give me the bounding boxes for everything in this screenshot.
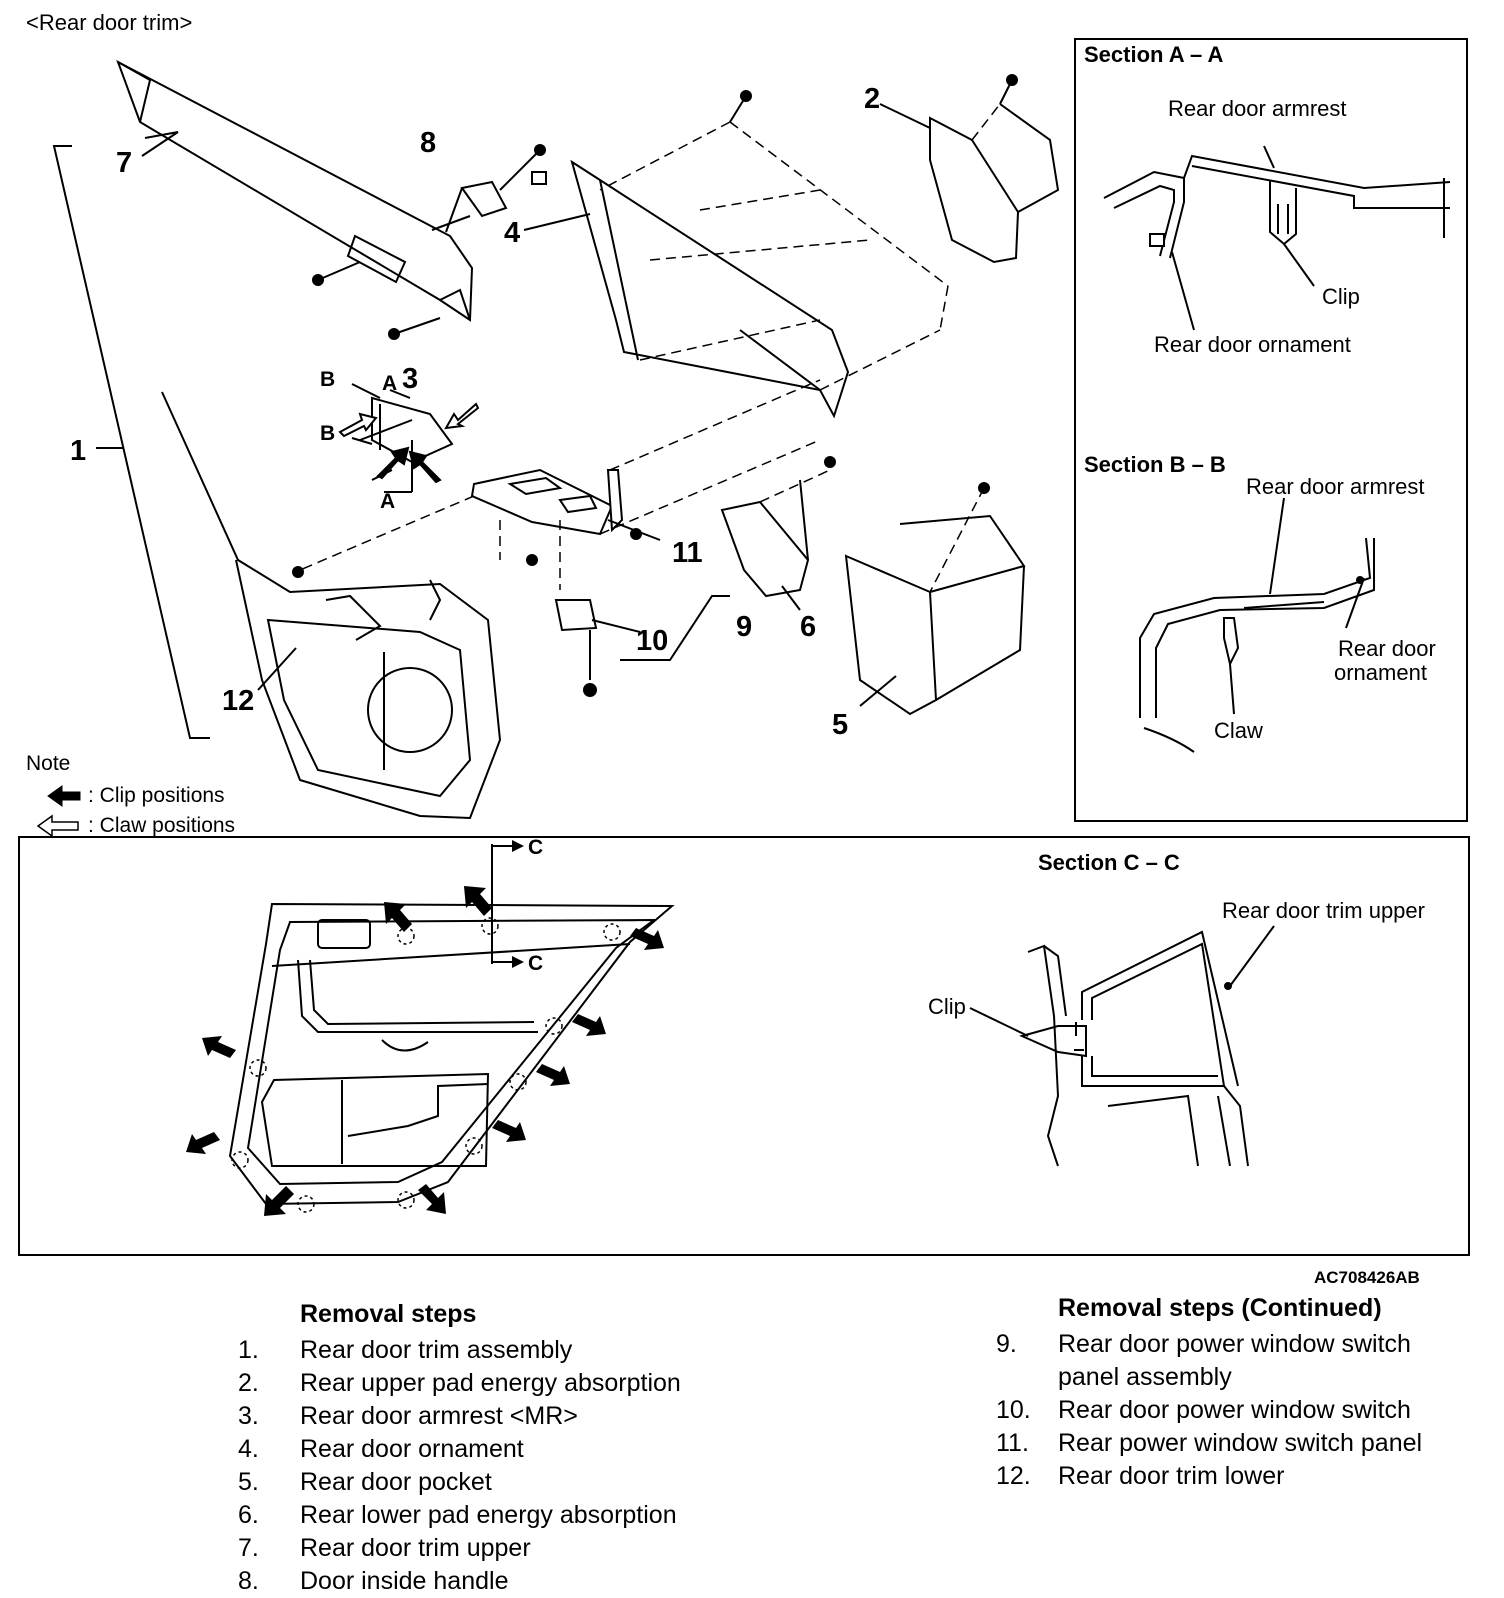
removal-steps-continued-list: 9.Rear door power window switch panel as… <box>996 1330 1423 1490</box>
part-rear-door-pocket <box>844 514 1026 716</box>
clip-position <box>481 917 499 935</box>
clip-arrow-icon <box>408 450 442 484</box>
section-bb-title: Section B – B <box>1084 452 1226 477</box>
clip-position <box>231 1151 249 1169</box>
section-cc-title: Section C – C <box>1038 850 1180 875</box>
clip-arrow-icon <box>492 1120 526 1142</box>
callout-10: 10 <box>636 625 668 657</box>
part-rear-door-trim-upper <box>116 59 474 322</box>
section-aa-armrest-label: Rear door armrest <box>1168 96 1347 121</box>
callout-6: 6 <box>800 611 816 643</box>
clip-arrow-icon <box>572 1014 606 1036</box>
clip-arrow-icon <box>464 886 492 916</box>
section-aa-ornament-label: Rear door ornament <box>1154 332 1351 357</box>
section-bb-ornament-label-1: Rear door <box>1338 636 1436 661</box>
clip-arrow-icon <box>418 1184 446 1214</box>
clip-icon <box>531 171 547 185</box>
section-cc-clip-label: Clip <box>928 994 966 1019</box>
section-marker-c: C <box>528 952 543 975</box>
clip-arrow-icon <box>264 1186 294 1216</box>
clip-arrow-icon <box>630 928 664 950</box>
callout-3: 3 <box>402 363 418 395</box>
section-marker-a: A <box>382 372 397 395</box>
section-cc-trim-label: Rear door trim upper <box>1222 898 1425 923</box>
section-bb-armrest-label: Rear door armrest <box>1246 474 1425 499</box>
part-door-inside-handle <box>431 180 508 233</box>
clip-arrow-icon <box>186 1132 220 1154</box>
callout-12: 12 <box>222 685 254 717</box>
claw-arrow-icon <box>338 412 378 438</box>
clip-arrow-icon <box>202 1036 236 1058</box>
clip-position <box>545 1017 563 1035</box>
assembly-bracket <box>52 145 210 739</box>
removal-steps-list: 1.Rear door trim assembly 2.Rear upper p… <box>238 1336 681 1595</box>
claw-arrow-icon <box>36 814 79 838</box>
section-bb-ornament-label-2: ornament <box>1334 660 1427 685</box>
clip-positions-panel: C C Section C – C Rear door trim upper C… <box>18 836 1470 1256</box>
removal-steps-title: Removal steps <box>300 1300 477 1328</box>
callout-4: 4 <box>504 217 520 249</box>
rear-door-trim-outline <box>228 902 675 1206</box>
part-rear-door-armrest <box>359 396 454 493</box>
clip-position <box>465 1137 483 1155</box>
section-marker-b: B <box>320 368 335 391</box>
part-rear-door-trim-lower <box>161 391 502 820</box>
screw-icon <box>526 528 642 566</box>
screw-icon <box>999 74 1018 105</box>
clip-arrow-icon <box>536 1064 570 1086</box>
section-aa-clip-label: Clip <box>1322 284 1360 309</box>
clip-arrow-icon <box>384 902 412 932</box>
part-rear-upper-pad-energy-absorption <box>929 103 1060 264</box>
callout-5: 5 <box>832 709 848 741</box>
clip-position <box>603 923 621 941</box>
section-marker-a: A <box>380 490 395 513</box>
exploded-view-diagram: 1 2 3 4 5 6 7 8 9 10 11 12 B A B A Note … <box>26 59 1060 838</box>
callout-8: 8 <box>420 127 436 159</box>
section-bb-claw-label: Claw <box>1214 718 1263 743</box>
part-rear-power-window-switch-panel <box>470 468 624 536</box>
part-rear-lower-pad-energy-absorption <box>720 469 831 598</box>
clip-position <box>397 1191 415 1209</box>
callout-1: 1 <box>70 435 86 467</box>
clip-position <box>509 1073 527 1091</box>
screw-icon <box>929 482 990 593</box>
callout-7: 7 <box>116 147 132 179</box>
clip-arrow-icon <box>47 785 81 807</box>
note-heading: Note <box>26 752 70 775</box>
screw-icon <box>388 317 441 340</box>
screw-icon <box>583 683 597 697</box>
screw-icon <box>499 144 546 191</box>
callout-9: 9 <box>736 611 752 643</box>
screw-icon <box>312 261 361 286</box>
section-marker-c: C <box>528 836 543 859</box>
part-rear-door-power-window-switch <box>554 599 598 680</box>
screw-icon <box>824 456 836 468</box>
screw-icon <box>292 566 304 578</box>
figure-code: AC708426AB <box>1314 1268 1420 1287</box>
clip-arrow-icon <box>376 446 410 480</box>
claw-arrow-icon <box>444 402 480 430</box>
screw-icon <box>729 90 752 123</box>
diagram-title: <Rear door trim> <box>26 10 193 35</box>
section-aa-title: Section A – A <box>1084 42 1223 67</box>
claw-legend: : Claw positions <box>88 814 235 837</box>
section-aa-bb-panel: Section A – A Rear door armrest Clip Rea… <box>1074 38 1468 822</box>
callout-11: 11 <box>672 537 703 569</box>
clip-legend: : Clip positions <box>88 784 225 807</box>
part-rear-door-ornament <box>570 159 850 419</box>
section-marker-b: B <box>320 422 335 445</box>
clip-position <box>297 1195 315 1213</box>
callout-2: 2 <box>864 83 880 115</box>
removal-steps-continued-title: Removal steps (Continued) <box>1058 1294 1382 1322</box>
clip-position <box>249 1059 267 1077</box>
